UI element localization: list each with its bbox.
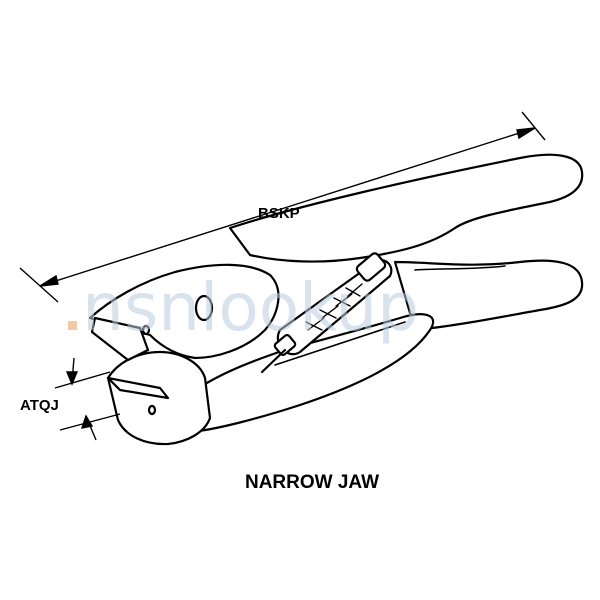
spring-nut bbox=[273, 333, 297, 357]
lower-handle bbox=[393, 259, 584, 332]
spring-cap bbox=[355, 252, 387, 282]
dim-arrow-left bbox=[39, 274, 59, 287]
spring-rod bbox=[260, 348, 287, 374]
dimension-lines bbox=[19, 111, 546, 441]
upper-jaw-tip bbox=[90, 316, 150, 362]
lower-jaw-arm bbox=[173, 313, 435, 434]
plier-drawing bbox=[88, 153, 584, 446]
dim-arrow-right bbox=[516, 127, 536, 140]
lower-jaw-block bbox=[106, 350, 212, 446]
dimension-label-atqj: ATQJ bbox=[20, 397, 59, 414]
watermark-logo-text: nsnlookup bbox=[82, 269, 419, 346]
upper-handle bbox=[228, 153, 584, 263]
diagram-caption: NARROW JAW bbox=[245, 472, 379, 493]
handle-inner-edge bbox=[414, 265, 506, 271]
grip-texture bbox=[305, 283, 363, 331]
pivot-hole-upper bbox=[194, 294, 214, 322]
upper-jaw-body bbox=[88, 263, 280, 360]
tip-hole-upper bbox=[141, 324, 151, 336]
lower-jaw-tip bbox=[106, 376, 170, 400]
tip-hole-lower bbox=[147, 404, 157, 416]
dimension-label-bskp: BSKP bbox=[258, 205, 300, 222]
watermark-dot bbox=[68, 321, 77, 330]
frame-inner-edge bbox=[274, 321, 406, 366]
